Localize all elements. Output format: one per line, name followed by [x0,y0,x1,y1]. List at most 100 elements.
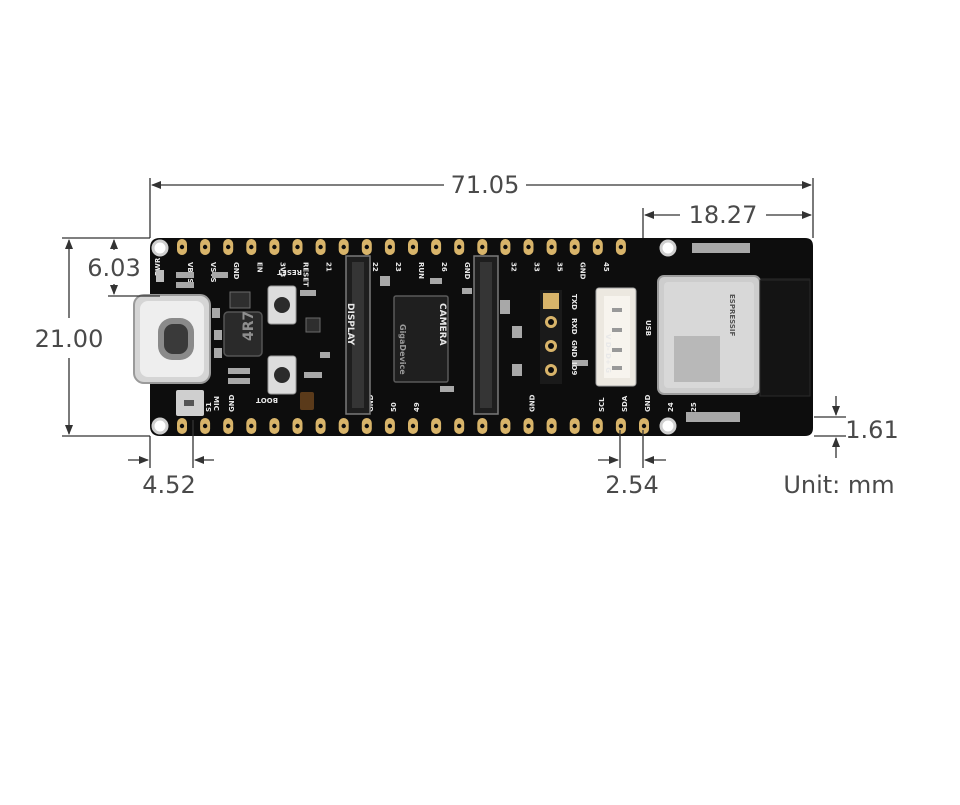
top-pad-hole [595,244,600,250]
board-thickness-label: 1.61 [845,416,898,444]
pin-label: GND [232,262,240,280]
bottom-pad-hole [572,423,577,429]
usb-c-connector [133,294,211,384]
bottom-pad-hole [249,423,254,429]
pin-label: EN [255,262,263,273]
top-pad-hole [526,244,531,250]
svg-text:CAMERA: CAMERA [437,303,447,346]
dim-top-offset: 6.03 [87,239,160,297]
bottom-pad-hole [364,423,369,429]
top-pad-hole [618,244,624,250]
edge-to-pin-label: 4.52 [142,471,195,499]
mounting-holes [151,239,677,435]
pin-label: 45 [602,262,610,272]
camera-fpc-connector: CAMERA [437,255,499,415]
pin-label: 23 [394,262,402,272]
top-pad-hole [457,244,462,250]
top-pad-hole [249,244,254,250]
unit-label: Unit: mm [783,471,894,499]
top-pad-hole [179,244,185,250]
bottom-pad-hole [595,423,600,429]
bottom-pad-hole [503,423,508,429]
svg-text:GND: GND [570,340,578,358]
dim-overall-length: 71.05 [149,171,814,238]
main-chip: GigaDevice [393,295,449,383]
pin-label: GND [529,394,537,412]
top-pin-row [177,239,626,255]
top-offset-label: 6.03 [87,254,140,282]
bottom-pad-hole [641,423,647,429]
overall-length-label: 71.05 [451,171,520,199]
top-pad-hole [433,244,439,250]
boot-button: BOOT [256,355,297,404]
dim-board-thickness: 1.61 [814,396,899,458]
pin-label: RUN [417,262,425,279]
pin-label: GND [463,262,471,280]
pin-label: 50 [390,402,398,412]
pwr-led [156,270,164,282]
pcb-board: VBUSVSYSGNDEN3V3RESET21GND2223RUN26GND27… [133,238,813,436]
usb-jst-connector: USB V D- D+ G [595,287,652,387]
svg-text:DISPLAY: DISPLAY [345,303,355,346]
pin-label: GND [579,262,587,280]
pin-label: 24 [667,402,675,412]
pwr-label: PWR [154,257,162,276]
pin-label: GND [228,394,236,412]
dim-pin-pitch: 2.54 [598,430,666,499]
wireless-module: ESPRESSIF [657,275,761,395]
pin-label: 32 [509,262,517,272]
svg-text:ESPRESSIF: ESPRESSIF [728,294,736,336]
top-pad-hole [341,244,346,250]
module-test-pads [686,243,750,422]
pin-label: SCL [598,397,606,412]
pin-label: GND [367,394,375,412]
top-pad-hole [295,244,300,250]
pin-label: 33 [533,262,541,272]
pin-label: 49 [413,402,421,412]
bottom-pad-hole [179,423,185,429]
top-pad-hole [318,244,323,250]
dim-module-length: 18.27 [642,201,812,238]
dim-edge-to-pin: 4.52 [128,420,214,499]
board-width-label: 21.00 [35,325,104,353]
bottom-pad-hole [433,423,439,429]
reset-button: RESET [267,268,302,325]
pin-pitch-label: 2.54 [605,471,658,499]
bottom-pad-hole [410,423,416,429]
microphone: MIC [176,390,220,416]
bottom-pad-hole [318,423,323,429]
top-pad-hole [226,244,231,250]
svg-text:RESET: RESET [277,268,302,276]
bottom-pad-hole [341,423,346,429]
top-pad-hole [410,244,416,250]
pin-label: 35 [556,262,564,272]
top-pad-hole [387,244,393,250]
bottom-pad-hole [202,423,208,429]
capacitor [300,392,314,410]
pin-label: RESET [302,262,310,287]
pin-label: SDA [621,395,629,412]
bottom-pad-hole [549,423,554,429]
antenna [759,279,811,397]
top-pad-hole [202,244,208,250]
bottom-pad-hole [618,423,624,429]
svg-text:IO9: IO9 [570,362,578,376]
top-pad-hole [572,244,577,250]
bottom-pad-hole [457,423,462,429]
svg-text:GigaDevice: GigaDevice [398,324,407,375]
bottom-pin-row [177,418,649,434]
svg-text:BOOT: BOOT [256,396,278,404]
module-length-label: 18.27 [689,201,758,229]
top-pad-hole [503,244,508,250]
pin-label: 25 [690,402,698,412]
pin-label: 22 [371,262,379,272]
pin-label: S1 [205,402,213,412]
pin-label: 3V3 [278,262,286,277]
smd-components [176,272,588,392]
bottom-pad-hole [526,423,531,429]
svg-text:MIC: MIC [212,396,220,411]
dimension-annotations: 71.05 18.27 21.00 6.03 [35,171,899,499]
uart-header: TXD RXD GND IO9 [540,290,578,384]
top-pad-hole [364,244,369,250]
